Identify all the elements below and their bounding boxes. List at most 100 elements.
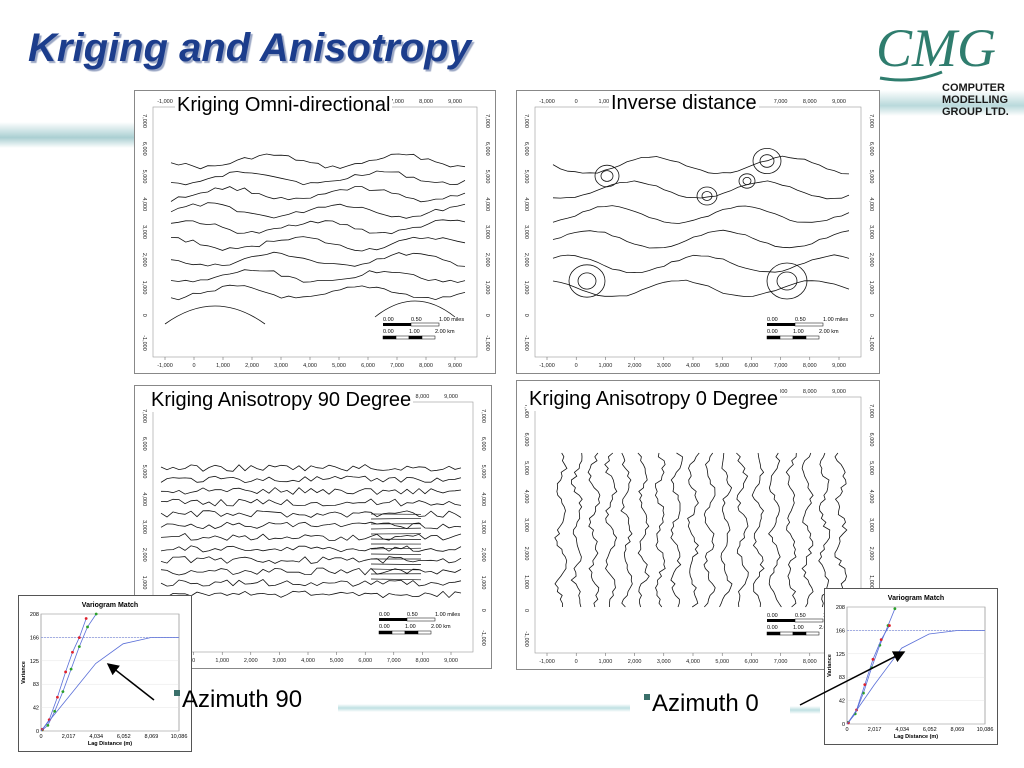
variogram-point (46, 723, 50, 727)
x-tick-label: 10,086 (977, 727, 994, 733)
x-tick-label: -1,000 (539, 659, 555, 665)
x-tick-label: 2,000 (628, 363, 642, 369)
x-tick-label: 5,000 (715, 659, 729, 665)
x-tick-label: 10,086 (171, 734, 188, 740)
x-tick-label: 8,069 (951, 727, 965, 733)
contour-map-idw: -1,000-1,000001,0001,0002,0002,0003,0003… (523, 99, 874, 369)
y-tick-label-right: 5,000 (868, 170, 874, 184)
y-tick-label-right: 0 (484, 314, 490, 317)
y-tick-label-left: 1,000 (141, 281, 147, 295)
y-tick-label-left: 0 (141, 314, 147, 317)
scale-km-label: 1.00 (405, 624, 416, 630)
y-tick-label-right: 1,000 (868, 575, 874, 589)
x-tick-label-top: 8,000 (803, 389, 817, 395)
y-tick-label-left: 1,000 (141, 576, 147, 590)
y-tick-label-left: 0 (523, 609, 529, 612)
scale-miles-label: 0.00 (767, 317, 778, 323)
y-tick-label-right: 2,000 (484, 253, 490, 267)
x-tick-label: 2,000 (628, 659, 642, 665)
contour-map-aniso0: -1,000-1,000001,0001,0002,0002,0003,0003… (523, 389, 874, 665)
scale-miles-label: 0.00 (379, 612, 390, 618)
x-tick-label: 4,034 (895, 727, 909, 733)
y-tick-label-right: 3,000 (868, 518, 874, 532)
y-tick-label-left: 3,000 (141, 520, 147, 534)
x-tick-label: 8,069 (145, 734, 159, 740)
y-tick-label-left: 7,000 (141, 409, 147, 423)
y-tick-label-right: 2,000 (868, 253, 874, 267)
y-tick-label-left: 6,000 (523, 142, 529, 156)
x-axis-label: Lag Distance (m) (88, 741, 132, 747)
x-tick-label: 8,000 (419, 363, 433, 369)
x-tick-label: 1,000 (599, 659, 613, 665)
bullet-icon (644, 693, 650, 700)
contour-map-aniso90: -1,000-1,000001,0001,0002,0002,0003,0003… (141, 394, 486, 664)
x-tick-label: 2,000 (245, 363, 259, 369)
scale-miles-label: 1.00 miles (435, 612, 460, 618)
panel-title-aniso90: Kriging Anisotropy 90 Degree (149, 388, 414, 412)
y-tick-label-right: 3,000 (868, 225, 874, 239)
y-tick-label-left: 2,000 (523, 253, 529, 267)
scale-km-label: 0.00 (767, 329, 778, 335)
scale-km-label: 2.00 km (435, 329, 455, 335)
x-tick-label: 8,000 (416, 658, 430, 664)
variogram-point (71, 650, 74, 654)
x-tick-label: 8,000 (803, 659, 817, 665)
y-tick-label-right: 7,000 (868, 114, 874, 128)
y-tick-label-left: 7,000 (523, 404, 529, 418)
x-tick-label: 3,000 (657, 659, 671, 665)
variogram-title: Variogram Match (888, 595, 944, 602)
y-tick-label-left: 6,000 (141, 437, 147, 451)
variogram-point (888, 624, 891, 627)
x-tick-label: 4,000 (303, 363, 317, 369)
scale-miles-label: 1.00 miles (439, 317, 464, 323)
y-tick-label-left: 0 (523, 314, 529, 317)
y-tick-label-right: -1,000 (484, 335, 490, 351)
y-tick-label-left: 2,000 (141, 253, 147, 267)
y-tick-label-right: 3,000 (484, 225, 490, 239)
variogram-point (53, 709, 57, 713)
y-tick-label-right: 6,000 (868, 433, 874, 447)
y-tick-label-right: 7,000 (480, 409, 486, 423)
y-tick-label-right: 1,000 (484, 281, 490, 295)
y-tick-label-left: 6,000 (523, 433, 529, 447)
contour-lines (160, 464, 462, 599)
scale-km-label: 2.00 km (431, 624, 451, 630)
variogram-point (64, 670, 68, 674)
x-axis-label: Lag Distance (m) (894, 734, 938, 740)
y-tick-label-left: 4,000 (141, 492, 147, 506)
panel-title-aniso0: Kriging Anisotropy 0 Degree (527, 387, 781, 411)
caption-azimuth-0: Azimuth 0 (644, 690, 759, 718)
map-panel-aniso90: -1,000-1,000001,0001,0002,0002,0003,0003… (134, 385, 492, 669)
decorative-band-bottom-right (790, 706, 820, 714)
y-axis-label: Variance (827, 654, 833, 677)
x-tick-label: 0 (192, 658, 195, 664)
y-tick-label-right: 2,000 (868, 547, 874, 561)
panel-title-omni: Kriging Omni-directional (175, 93, 393, 117)
x-tick-label: 1,000 (599, 363, 613, 369)
variogram-point (94, 612, 98, 616)
x-tick-label: 2,017 (868, 727, 882, 733)
x-tick-label-top: 9,000 (832, 389, 846, 395)
y-tick-label-left: 3,000 (141, 225, 147, 239)
arrow-az90 (106, 663, 155, 701)
scale-km-label: 1.00 (793, 329, 804, 335)
bullet-icon (174, 689, 180, 696)
x-tick-label: 0 (39, 734, 42, 740)
y-tick-label-right: 0 (868, 314, 874, 317)
x-tick-label: 6,000 (745, 363, 759, 369)
variogram-point (871, 657, 875, 661)
x-tick-label: 0 (575, 659, 578, 665)
x-tick-label: 6,000 (358, 658, 372, 664)
variogram-point (77, 636, 81, 640)
logo-line-3: GROUP LTD. (942, 106, 1009, 118)
x-tick-label-top: 7,000 (774, 99, 788, 105)
x-tick-label: 1,000 (215, 658, 229, 664)
y-tick-label-left: 1,000 (523, 575, 529, 589)
caption-azimuth-90: Azimuth 90 (174, 686, 302, 714)
y-tick-label-left: 4,000 (523, 490, 529, 504)
arrow-az0 (799, 651, 906, 706)
y-tick-label-right: 4,000 (868, 490, 874, 504)
y-axis-label: Variance (21, 661, 27, 684)
x-tick-label-top: 1,000 (599, 99, 613, 105)
x-tick-label-top: 8,000 (803, 99, 817, 105)
